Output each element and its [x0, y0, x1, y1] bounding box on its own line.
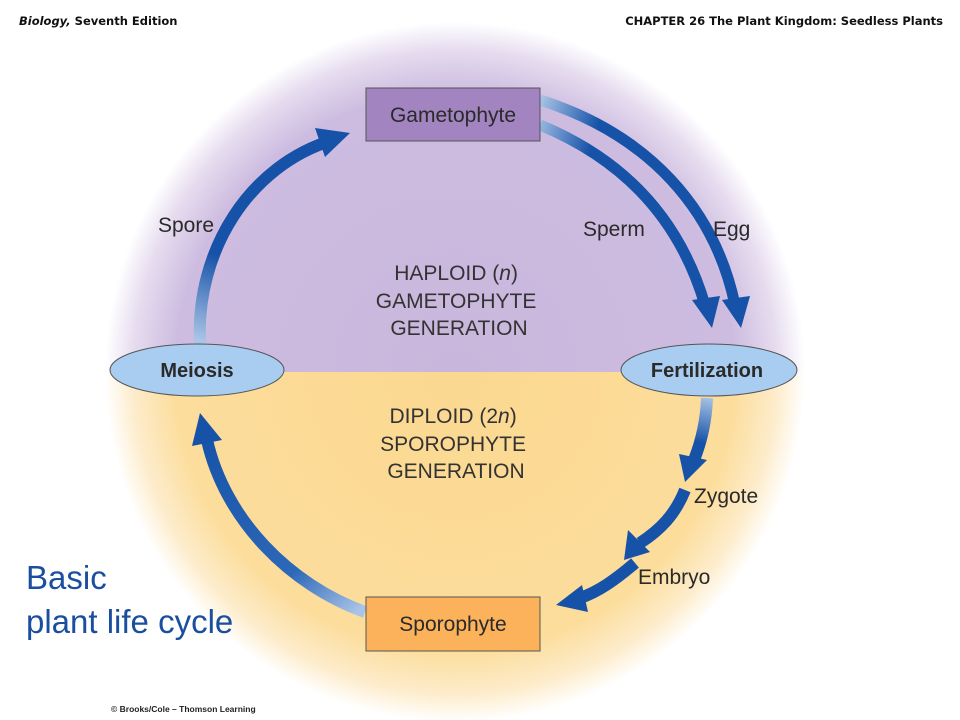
- egg-arrow: [538, 94, 741, 307]
- sperm-arrow: [537, 119, 711, 307]
- egg-arrowhead: [722, 296, 750, 328]
- embryo-arrowhead: [556, 585, 588, 612]
- meiosis-arrowhead: [192, 413, 222, 446]
- diploid-generation-label: DIPLOID (2n) SPOROPHYTE GENERATION: [380, 405, 532, 483]
- spore-arrow: [193, 134, 335, 346]
- zygote-arrowhead: [679, 454, 707, 482]
- fertilization-ellipse: [620, 343, 798, 397]
- diploid-region: [105, 372, 805, 720]
- haploid-generation-label: HAPLOID (n) GAMETOPHYTE GENERATION: [376, 262, 542, 340]
- zygote-arrow: [688, 397, 713, 463]
- sporophyte-to-meiosis-arrow: [201, 438, 368, 618]
- diagram-caption: Basic plant life cycle: [26, 556, 233, 644]
- sperm-arrowhead: [692, 296, 720, 328]
- caption-line-2: plant life cycle: [26, 603, 234, 640]
- copyright-credit: © Brooks/Cole – Thomson Learning: [111, 704, 256, 714]
- embryo-label: Embryo: [638, 566, 710, 589]
- caption-line-1: Basic: [26, 559, 107, 596]
- spore-arrowhead: [315, 128, 350, 157]
- book-title: Biology, Seventh Edition: [19, 14, 178, 28]
- embryo-arrowhead-mid: [624, 530, 650, 560]
- gametophyte-label: Gametophyte: [390, 104, 516, 127]
- fertilization-label: Fertilization: [651, 360, 763, 382]
- egg-label: Egg: [713, 218, 750, 241]
- meiosis-ellipse: [109, 343, 285, 397]
- meiosis-label: Meiosis: [160, 360, 233, 382]
- haploid-region: [105, 22, 805, 372]
- embryo-arrow-lower: [577, 558, 639, 604]
- sperm-label: Sperm: [583, 218, 645, 241]
- embryo-arrow-upper: [636, 487, 691, 549]
- spore-label: Spore: [158, 214, 214, 237]
- zygote-label: Zygote: [694, 485, 758, 508]
- sporophyte-box: [365, 596, 541, 652]
- gametophyte-box: [365, 87, 541, 142]
- sporophyte-label: Sporophyte: [399, 613, 506, 636]
- chapter-title: CHAPTER 26 The Plant Kingdom: Seedless P…: [625, 14, 943, 28]
